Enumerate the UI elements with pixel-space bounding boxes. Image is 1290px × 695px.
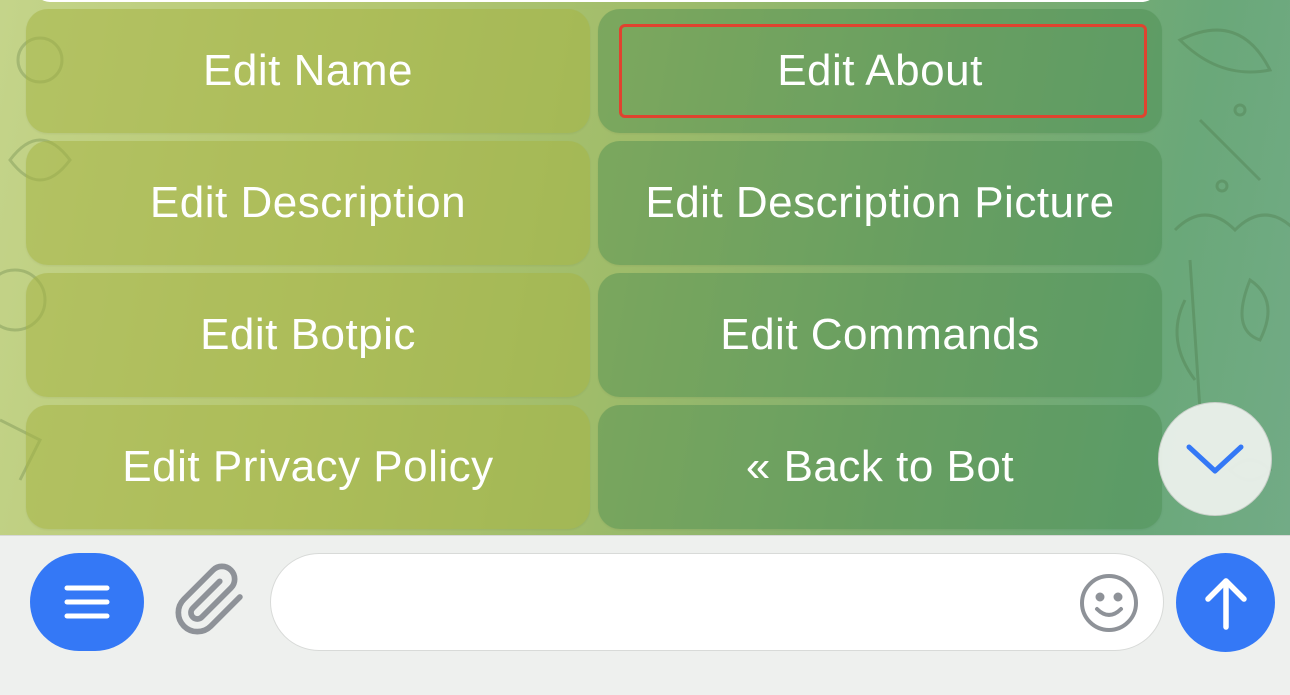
message-input[interactable] xyxy=(270,553,1164,651)
attach-button[interactable] xyxy=(170,560,250,640)
bot-menu-button[interactable] xyxy=(30,553,144,651)
chevron-down-icon xyxy=(1186,444,1244,474)
arrow-up-icon xyxy=(1204,577,1247,630)
emoji-icon xyxy=(1080,574,1138,632)
previous-message-edge xyxy=(34,0,1158,2)
edit-privacy-policy-button[interactable]: Edit Privacy Policy xyxy=(26,405,590,529)
send-button[interactable] xyxy=(1176,553,1275,652)
paperclip-icon xyxy=(175,563,243,635)
edit-description-button[interactable]: Edit Description xyxy=(26,141,590,265)
scroll-to-bottom-button[interactable] xyxy=(1158,402,1272,516)
edit-about-button[interactable]: Edit About xyxy=(598,9,1162,133)
edit-name-button[interactable]: Edit Name xyxy=(26,9,590,133)
edit-description-picture-button[interactable]: Edit Description Picture xyxy=(598,141,1162,265)
edit-botpic-button[interactable]: Edit Botpic xyxy=(26,273,590,397)
message-composer xyxy=(0,535,1290,695)
menu-icon xyxy=(64,585,110,619)
edit-commands-button[interactable]: Edit Commands xyxy=(598,273,1162,397)
back-to-bot-button[interactable]: « Back to Bot xyxy=(598,405,1162,529)
reply-keyboard: Edit Name Edit About Edit Description Ed… xyxy=(26,9,1162,531)
emoji-button[interactable] xyxy=(1076,570,1142,636)
